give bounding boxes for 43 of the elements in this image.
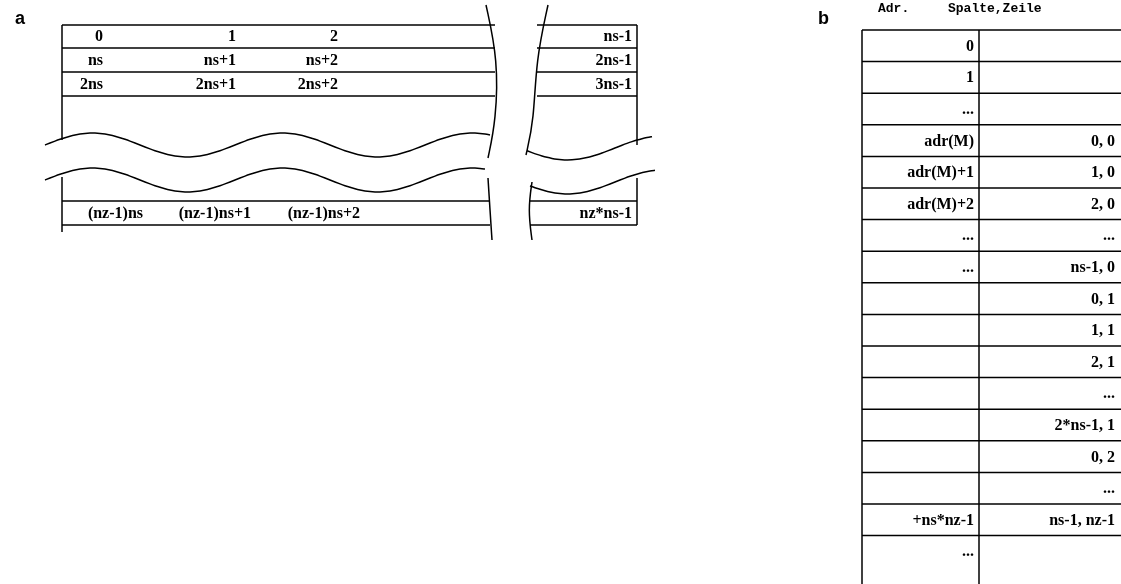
- table-cell-text: 0: [95, 26, 103, 46]
- table-cell-text: 2ns+1: [195, 74, 236, 94]
- table-cell-text: (nz-1)ns: [87, 203, 143, 223]
- table-cell-text: 2ns+2: [297, 74, 338, 94]
- table-cell-text: 2: [330, 26, 338, 46]
- table-cell-text: 2ns: [79, 74, 103, 94]
- panel-letter: a: [15, 8, 25, 28]
- table-cell-text: +ns*nz-1: [912, 509, 974, 530]
- table-cell-text: ns-1: [603, 26, 632, 46]
- table-cell-text: 0, 2: [1091, 446, 1115, 467]
- table-cell-text: ns-1, nz-1: [1049, 509, 1115, 530]
- table-cell-text: adr(M)+2: [907, 193, 974, 214]
- table-cell-text: ...: [962, 225, 974, 246]
- table-cell-text: 2, 0: [1091, 193, 1115, 214]
- table-cell-text: 3ns-1: [595, 74, 632, 94]
- table-cell-text: 1, 1: [1091, 320, 1115, 341]
- table-cell-text: ...: [1103, 383, 1115, 404]
- table-cell-text: ...: [962, 257, 974, 277]
- table-cell-text: 2ns-1: [595, 50, 632, 70]
- table-cell-text: ns: [87, 50, 103, 70]
- table-cell-text: 1, 0: [1091, 162, 1115, 183]
- table-cell-text: 0, 0: [1091, 130, 1115, 151]
- table-cell-text: ns+2: [305, 50, 338, 70]
- table-cell-text: 2, 1: [1091, 351, 1115, 372]
- table-cell-text: 0: [966, 35, 974, 56]
- table-cell-text: 0, 1: [1091, 288, 1115, 309]
- table-cell-text: 2*ns-1, 1: [1054, 415, 1115, 435]
- table-cell-text: ...: [1103, 225, 1115, 246]
- table-cell-text: 1: [228, 26, 236, 46]
- column-header: Spalte,Zeile: [948, 0, 1042, 18]
- table-cell-text: ...: [1103, 478, 1115, 499]
- panel-letter: b: [818, 8, 829, 28]
- table-cell-text: (nz-1)ns+1: [178, 203, 251, 223]
- table-cell-text: 1: [966, 67, 974, 88]
- table-cell-text: (nz-1)ns+2: [287, 203, 360, 223]
- table-cell-text: ns-1, 0: [1070, 257, 1115, 277]
- column-header: Adr.: [878, 0, 910, 18]
- table-cell-text: adr(M): [924, 130, 974, 151]
- table-cell-text: nz*ns-1: [579, 203, 632, 223]
- table-cell-text: ...: [962, 541, 974, 562]
- table-cell-text: adr(M)+1: [907, 162, 974, 183]
- table-cell-text: ...: [962, 99, 974, 119]
- table-cell-text: ns+1: [203, 50, 236, 70]
